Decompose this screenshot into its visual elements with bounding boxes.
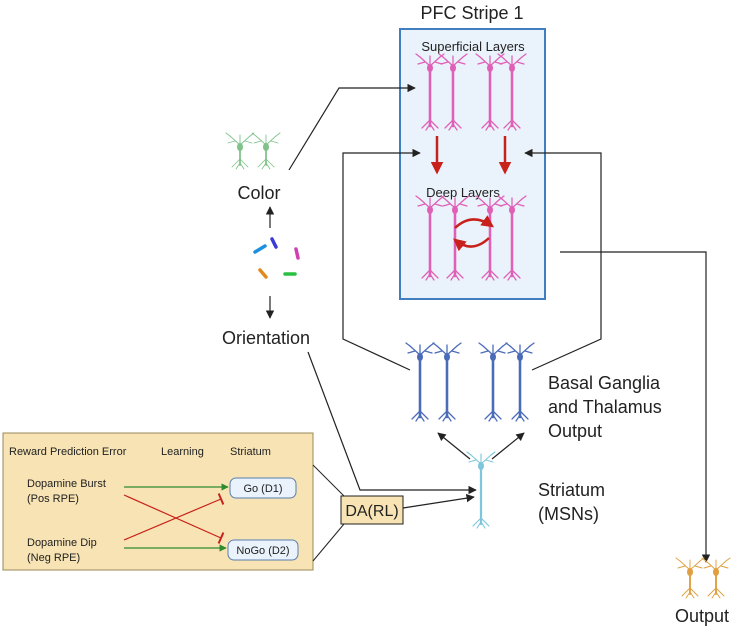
orientation-label: Orientation <box>222 328 310 348</box>
bg-neuron <box>505 342 535 422</box>
bg-label-line1: Basal Ganglia <box>548 373 661 393</box>
striatum-label-line2: (MSNs) <box>538 504 599 524</box>
legend-dip-line1: Dopamine Dip <box>27 537 97 549</box>
deep-layers-label: Deep Layers <box>426 185 500 200</box>
legend-burst-line2: (Pos RPE) <box>27 493 79 505</box>
pfc-title: PFC Stripe 1 <box>420 3 523 23</box>
color-to-pfc-arrow <box>288 83 416 171</box>
legend-dip-line2: (Neg RPE) <box>27 552 80 564</box>
striatum-neuron <box>466 451 496 529</box>
legend-to-da-connector-bottom <box>312 523 345 562</box>
bg-neuron <box>432 342 462 422</box>
pfc-superficial-neuron <box>475 53 505 131</box>
color-label: Color <box>237 183 280 203</box>
color-neuron <box>251 132 281 170</box>
deep-recurrent-arrow-top <box>454 215 495 229</box>
rpe-legend: Reward Prediction Error Learning Striatu… <box>2 432 314 571</box>
go-d1-pill <box>229 477 297 499</box>
output-neurons <box>675 557 731 599</box>
nogo-d2-label: NoGo (D2) <box>236 545 289 557</box>
output-neuron <box>701 557 731 599</box>
legend-col-striatum: Striatum <box>230 446 271 458</box>
striatum-to-bg-left-arrow <box>437 432 471 460</box>
go-d1-label: Go (D1) <box>243 483 282 495</box>
pfc-neurons <box>415 53 527 281</box>
bg-label-line3: Output <box>548 421 602 441</box>
pfc-superficial-neuron <box>415 53 445 131</box>
color-neurons <box>225 132 281 170</box>
output-neuron <box>675 557 705 599</box>
orientation-bars <box>253 237 300 279</box>
legend-burst-line1: Dopamine Burst <box>27 478 106 490</box>
da-to-striatum-arrow <box>402 494 475 509</box>
pfc-to-output-arrow <box>560 251 711 563</box>
legend-col-learning: Learning <box>161 446 204 458</box>
pfc-superficial-neuron <box>438 53 468 131</box>
striatum-label-line1: Striatum <box>538 480 605 500</box>
dip-to-go-inhibition <box>123 493 225 541</box>
bg-neuron <box>478 342 508 422</box>
striatum-msn-neuron <box>466 451 496 529</box>
bg-label-line2: and Thalamus <box>548 397 662 417</box>
output-label: Output <box>675 606 729 626</box>
pfc-superficial-neuron <box>497 53 527 131</box>
da-rl-box <box>340 495 404 525</box>
nogo-d2-pill <box>227 539 299 561</box>
bg-neurons <box>405 342 535 422</box>
da-rl-label: DA(RL) <box>345 503 398 520</box>
pfc-deep-neuron <box>497 195 527 281</box>
bar-blue <box>270 237 278 249</box>
deep-recurrent-arrow-bottom <box>453 237 490 252</box>
bg-to-pfc-right-arrow <box>524 148 602 371</box>
bg-neuron <box>405 342 435 422</box>
legend-to-da-connector-top <box>312 464 345 497</box>
bar-magenta <box>294 247 300 260</box>
striatum-to-bg-right-arrow <box>491 432 525 460</box>
pfc-deep-neuron <box>440 195 470 281</box>
legend-col-rpe: Reward Prediction Error <box>9 446 127 458</box>
bg-to-pfc-left-arrow <box>342 148 421 371</box>
color-neuron <box>225 132 255 170</box>
burst-to-nogo-inhibition <box>123 494 225 544</box>
superficial-layers-label: Superficial Layers <box>421 39 525 54</box>
bar-orange <box>258 268 268 279</box>
pfc-stripe-box <box>399 28 546 300</box>
orientation-to-striatum-arrow <box>307 351 477 495</box>
bar-lightblue <box>253 244 267 254</box>
